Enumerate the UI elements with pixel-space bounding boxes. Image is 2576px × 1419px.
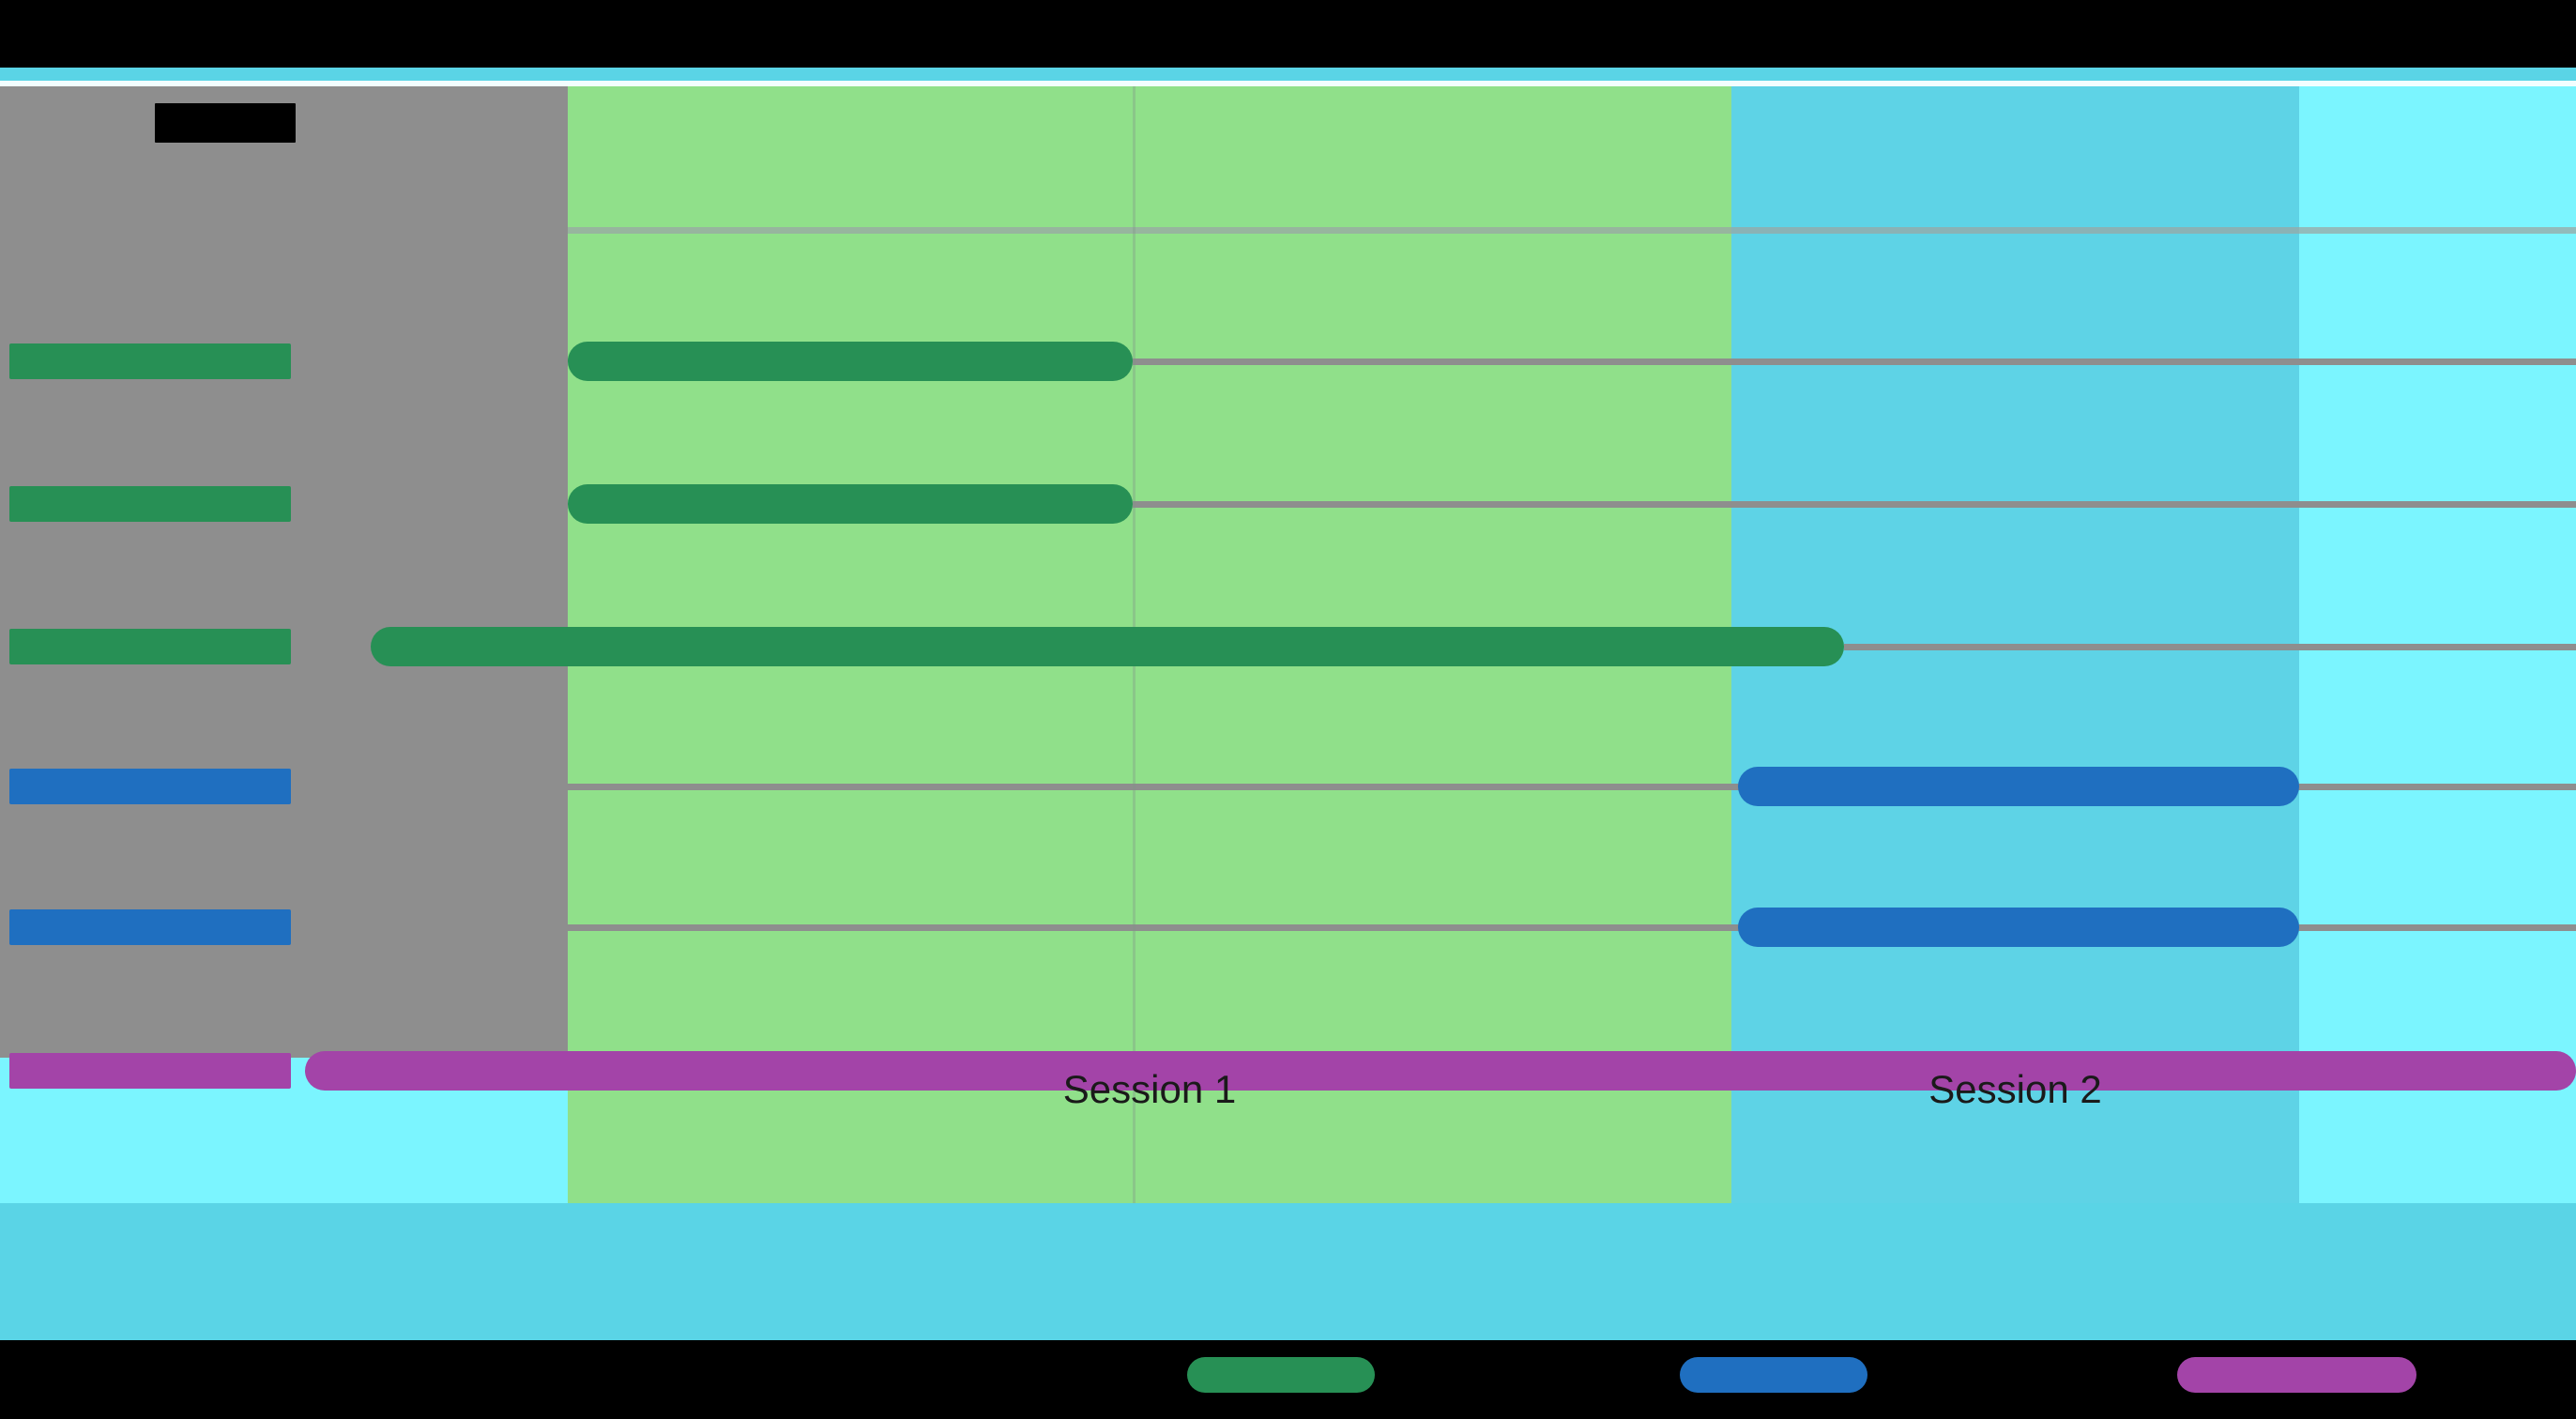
y-axis-label-1 bbox=[9, 343, 291, 379]
gridline-row-2 bbox=[1133, 501, 2576, 508]
y-axis-label-3 bbox=[9, 629, 291, 664]
y-axis-label-6 bbox=[9, 1053, 291, 1089]
y-axis-label-4 bbox=[9, 769, 291, 804]
gridline-row-3 bbox=[1844, 644, 2576, 650]
gridline-row-4 bbox=[568, 784, 2576, 790]
axis-caption-band bbox=[0, 1203, 2576, 1340]
top-white-strip bbox=[0, 81, 2576, 86]
session-band-label-2: Session 2 bbox=[1928, 1067, 2102, 1111]
legend bbox=[0, 1340, 2576, 1419]
plot-area: Session 1 Session 2 bbox=[0, 86, 2576, 1203]
session-band-label-1: Session 1 bbox=[1062, 1067, 1237, 1111]
chart-title-redacted bbox=[155, 103, 296, 143]
task-bar-4[interactable] bbox=[1738, 767, 2299, 806]
legend-item-1[interactable] bbox=[1187, 1357, 1375, 1393]
gridline-row-5 bbox=[568, 924, 2576, 931]
legend-item-2[interactable] bbox=[1680, 1357, 1867, 1393]
gridline-row-1 bbox=[1133, 359, 2576, 365]
legend-item-3[interactable] bbox=[2177, 1357, 2416, 1393]
y-axis-label-2 bbox=[9, 486, 291, 522]
task-bar-2[interactable] bbox=[568, 484, 1133, 524]
task-bar-3[interactable] bbox=[371, 627, 1844, 666]
gridline-top-0 bbox=[568, 227, 2576, 234]
top-accent-strip bbox=[0, 68, 2576, 81]
y-axis-label-5 bbox=[9, 909, 291, 945]
task-bar-1[interactable] bbox=[568, 342, 1133, 381]
task-bar-6[interactable] bbox=[305, 1051, 2576, 1091]
task-bar-5[interactable] bbox=[1738, 908, 2299, 947]
